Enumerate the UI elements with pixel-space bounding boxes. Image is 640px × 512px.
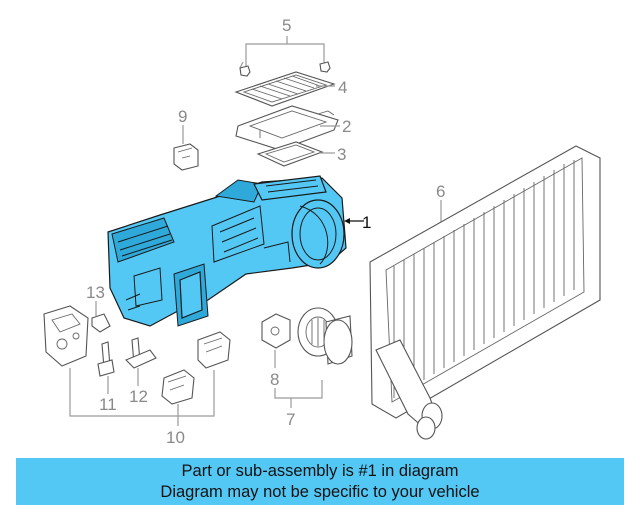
part-actuator-right [197, 331, 231, 369]
part-9-connector [173, 125, 199, 171]
callout-3: 3 [337, 145, 346, 164]
callout-8: 8 [270, 370, 279, 389]
part-8-resistor [261, 313, 291, 368]
callout-9: 9 [178, 107, 187, 126]
bottom-leader-lines [69, 368, 215, 426]
info-banner: Part or sub-assembly is #1 in diagram Di… [16, 458, 624, 505]
part-5-clips [239, 36, 331, 77]
part-actuator-left [43, 305, 89, 367]
part-12-sensor [125, 337, 157, 369]
callout-10: 10 [166, 428, 185, 447]
callout-2: 2 [342, 117, 351, 136]
banner-line-1: Part or sub-assembly is #1 in diagram [181, 462, 459, 480]
part-1-hvac-case [107, 175, 364, 327]
callout-1: 1 [362, 213, 371, 232]
callout-12: 12 [129, 387, 148, 406]
part-3-gasket [256, 141, 335, 167]
part-7-blower-motor [274, 307, 353, 408]
callout-7: 7 [286, 410, 295, 429]
part-10-actuator [161, 369, 195, 405]
callout-13: 13 [86, 283, 105, 302]
part-13-sensor [91, 301, 111, 333]
part-11-sensor [97, 341, 115, 377]
callout-4: 4 [338, 78, 347, 97]
callout-6: 6 [436, 182, 445, 201]
part-2-housing [235, 105, 340, 151]
part-6-heater-core [369, 145, 601, 440]
banner-line-2: Diagram may not be specific to your vehi… [160, 483, 480, 501]
parts-diagram: 1 2 3 4 5 6 7 8 9 10 11 12 13 [43, 16, 601, 447]
callout-11: 11 [99, 395, 117, 414]
part-4-filter [234, 71, 336, 107]
callout-5: 5 [282, 16, 291, 35]
